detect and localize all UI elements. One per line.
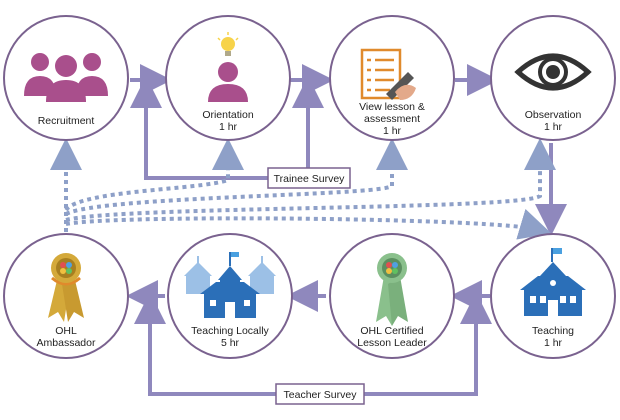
school-building-icon <box>520 248 586 316</box>
gold-ribbon-award-icon <box>48 253 84 322</box>
trainee-survey-label: Trainee Survey <box>274 173 346 185</box>
schools-cluster-icon <box>184 252 276 318</box>
teaching-locally-duration: 5 hr <box>221 337 240 349</box>
ohl-certified-label-2: Lesson Leader <box>357 337 427 349</box>
view-lesson-label-2: assessment <box>364 113 420 125</box>
teacher-survey-connectors <box>134 292 492 396</box>
orientation-label: Orientation <box>202 109 254 121</box>
eye-icon <box>514 53 592 91</box>
teacher-survey-box: Teacher Survey <box>275 383 365 405</box>
people-group-icon <box>24 53 108 102</box>
recruitment-label: Recruitment <box>38 115 95 127</box>
ohl-ambassador-label: OHL <box>55 325 77 337</box>
ohl-ambassador-label-2: Ambassador <box>37 337 96 349</box>
view-lesson-label: View lesson & <box>359 101 425 113</box>
view-lesson-duration: 1 hr <box>383 125 402 137</box>
orientation-duration: 1 hr <box>219 121 238 133</box>
trainee-survey-box: Trainee Survey <box>267 167 351 189</box>
person-lightbulb-icon <box>208 32 248 102</box>
observation-duration: 1 hr <box>544 121 563 133</box>
ohl-certified-label: OHL Certified <box>360 325 423 337</box>
dashed-arrows <box>50 138 556 240</box>
teaching-locally-label: Teaching Locally <box>191 325 269 337</box>
teaching-duration: 1 hr <box>544 337 563 349</box>
teacher-survey-label: Teacher Survey <box>284 389 358 401</box>
recruitment-node <box>3 15 129 141</box>
observation-label: Observation <box>525 109 582 121</box>
green-ribbon-award-icon <box>376 253 408 326</box>
clipboard-checklist-icon <box>360 48 416 100</box>
teaching-label: Teaching <box>532 325 574 337</box>
